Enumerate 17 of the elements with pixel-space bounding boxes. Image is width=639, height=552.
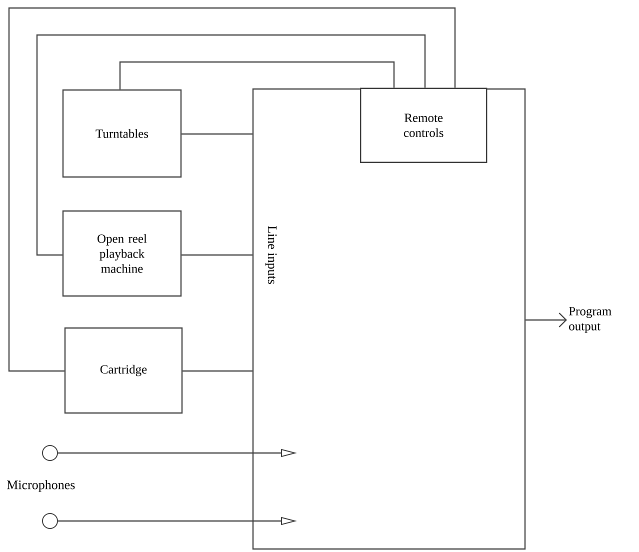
connecting-line	[36, 34, 426, 256]
connecting-line	[182, 370, 252, 372]
connecting-line	[182, 254, 252, 256]
device-box: Turntables	[62, 89, 182, 178]
group-label: Microphones	[6, 480, 75, 492]
microphone-jack	[42, 513, 58, 529]
connecting-line	[182, 133, 252, 135]
console-box	[252, 88, 526, 550]
connecting-line	[119, 61, 395, 90]
device-box: Remote controls	[360, 88, 488, 163]
arrow	[526, 312, 567, 328]
rotated-label: Line inputs	[265, 226, 277, 284]
device-box: Open reel playback machine	[62, 210, 182, 297]
microphone-jack	[42, 445, 58, 461]
output-label: Program output	[568, 307, 612, 333]
connecting-line	[8, 7, 456, 372]
device-box: Cartridge	[64, 327, 183, 414]
